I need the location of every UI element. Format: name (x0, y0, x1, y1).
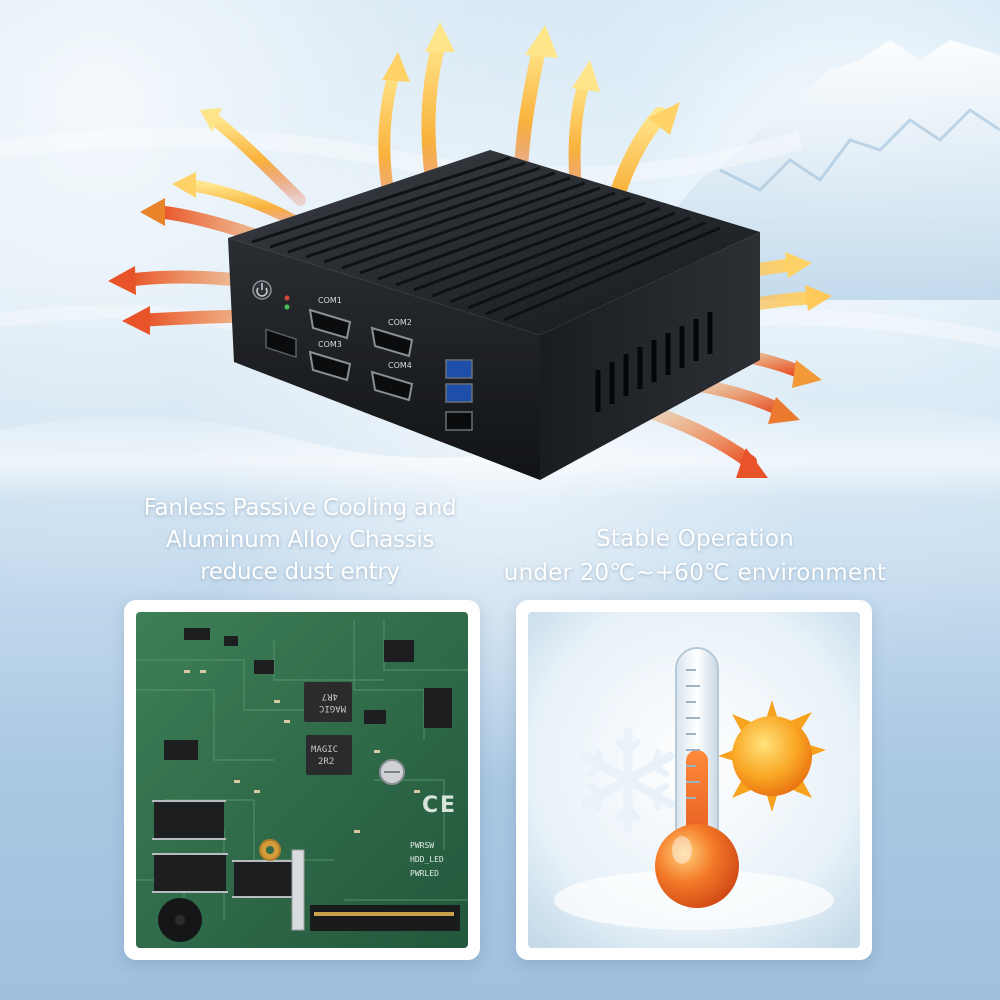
stable-operation-caption: Stable Operation under 20℃~+60℃ environm… (480, 522, 910, 590)
circuit-board-image: MAGIC 4R7 MAGIC 2R2 (136, 612, 468, 948)
chip-marking: 2R2 (318, 757, 334, 767)
sun-icon (718, 700, 826, 812)
com3-label: COM3 (318, 340, 342, 349)
com2-label: COM2 (388, 318, 412, 327)
circuit-board-card: MAGIC 4R7 MAGIC 2R2 (124, 600, 480, 960)
fanless-mini-pc: COM1 COM2 COM3 COM4 (228, 150, 760, 480)
caption-line: under 20℃~+60℃ environment (503, 560, 887, 586)
fanless-cooling-caption: Fanless Passive Cooling and Aluminum All… (110, 492, 490, 588)
caption-line: Fanless Passive Cooling and (143, 495, 457, 521)
snowflake-icon (581, 727, 675, 833)
thermometer-icon (655, 647, 739, 908)
silkscreen-label: PWRSW (410, 841, 434, 850)
silkscreen-label: PWRLED (410, 869, 439, 878)
com1-label: COM1 (318, 296, 342, 305)
caption-line: Aluminum Alloy Chassis (165, 527, 435, 553)
chip-marking: MAGIC (311, 745, 338, 755)
caption-line: Stable Operation (596, 526, 794, 552)
chip-marking: MAGIC (319, 703, 346, 713)
temperature-illustration (528, 612, 860, 948)
caption-line: reduce dust entry (200, 559, 400, 585)
ce-mark: E (440, 793, 455, 818)
ce-mark: C (422, 793, 438, 818)
com4-label: COM4 (388, 361, 412, 370)
temperature-range-card (516, 600, 872, 960)
silkscreen-label: HDD_LED (410, 855, 444, 864)
chip-marking: 4R7 (322, 691, 338, 701)
